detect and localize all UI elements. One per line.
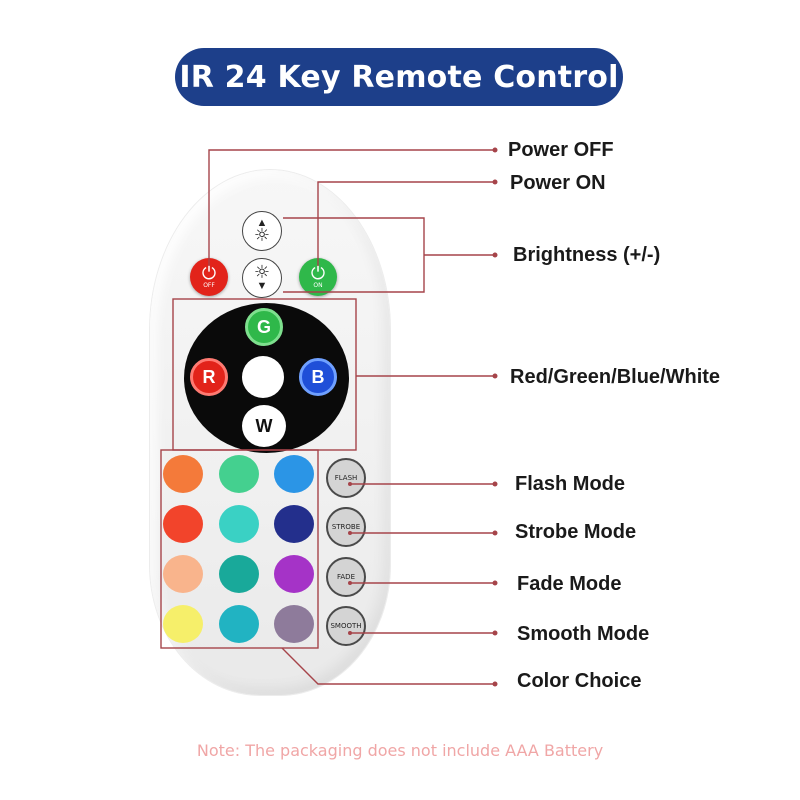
label-smooth: Smooth Mode <box>517 623 650 645</box>
dot-rgbw <box>492 373 498 379</box>
diagram-title: IR 24 Key Remote Control <box>175 48 623 106</box>
label-strobe: Strobe Mode <box>515 521 637 543</box>
dot-power-off <box>492 147 498 153</box>
power-on-button[interactable]: ⏻ ON <box>299 258 337 296</box>
sun-icon: ☼ <box>253 225 271 246</box>
color-swatch-button[interactable] <box>163 605 203 643</box>
color-swatch-button[interactable] <box>274 505 314 543</box>
dot-power-on <box>492 179 498 185</box>
power-off-button[interactable]: ⏻ OFF <box>190 258 228 296</box>
color-swatch-button[interactable] <box>219 555 259 593</box>
arrow-down-icon: ▼ <box>256 280 268 292</box>
strobe-mode-text: STROBE <box>331 523 361 531</box>
label-power-off: Power OFF <box>508 139 614 161</box>
white-button[interactable]: W <box>242 405 286 447</box>
center-button[interactable] <box>242 356 284 398</box>
battery-note: Note: The packaging does not include AAA… <box>196 741 604 760</box>
power-off-text: OFF <box>203 281 215 289</box>
dot-flash <box>492 481 498 487</box>
strobe-mode-button[interactable]: STROBE <box>326 507 366 547</box>
blue-button[interactable]: B <box>299 358 337 396</box>
power-icon: ⏻ <box>310 262 326 284</box>
dot-smooth <box>492 630 498 636</box>
fade-mode-text: FADE <box>337 573 355 581</box>
brightness-down-button[interactable]: ☼ ▼ <box>242 258 282 298</box>
color-swatch-button[interactable] <box>163 505 203 543</box>
label-rgbw: Red/Green/Blue/White <box>510 366 721 388</box>
power-on-text: ON <box>313 281 323 289</box>
label-brightness: Brightness (+/-) <box>513 244 661 266</box>
sun-icon: ☼ <box>253 262 271 283</box>
smooth-mode-button[interactable]: SMOOTH <box>326 606 366 646</box>
smooth-mode-text: SMOOTH <box>330 622 362 630</box>
label-fade: Fade Mode <box>517 573 622 595</box>
fade-mode-button[interactable]: FADE <box>326 557 366 597</box>
dot-strobe <box>492 530 498 536</box>
color-swatch-button[interactable] <box>219 605 259 643</box>
color-swatch-button[interactable] <box>163 555 203 593</box>
dot-brightness <box>492 252 498 258</box>
power-icon: ⏻ <box>201 262 217 284</box>
flash-mode-button[interactable]: FLASH <box>326 458 366 498</box>
color-swatch-button[interactable] <box>274 555 314 593</box>
red-button[interactable]: R <box>190 358 228 396</box>
color-swatch-button[interactable] <box>274 605 314 643</box>
flash-mode-text: FLASH <box>334 474 358 482</box>
color-swatch-button[interactable] <box>274 455 314 493</box>
color-swatch-button[interactable] <box>219 455 259 493</box>
label-flash: Flash Mode <box>515 473 626 495</box>
color-swatch-button[interactable] <box>163 455 203 493</box>
dot-fade <box>492 580 498 586</box>
label-color-choice: Color Choice <box>517 670 642 692</box>
dot-color-choice <box>492 681 498 687</box>
brightness-up-button[interactable]: ▲ ☼ <box>242 211 282 251</box>
green-button[interactable]: G <box>245 308 283 346</box>
color-swatch-button[interactable] <box>219 505 259 543</box>
label-power-on: Power ON <box>510 172 606 194</box>
